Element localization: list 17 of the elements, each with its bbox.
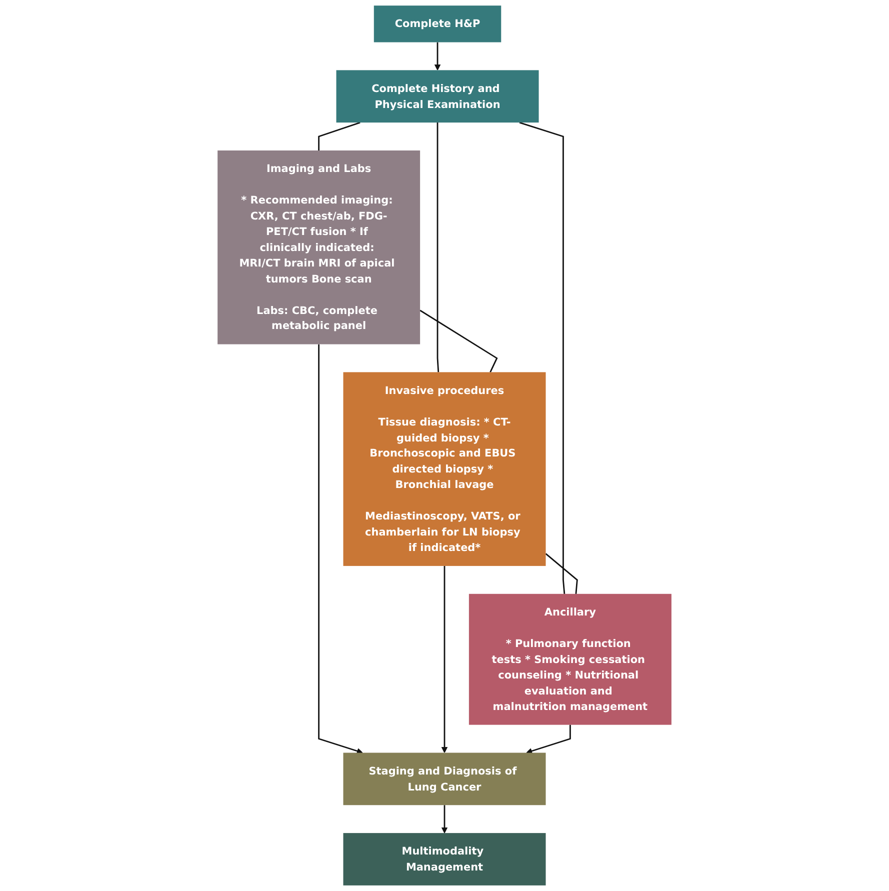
arrow [441,566,448,754]
arrow [318,344,363,754]
connector [420,310,498,372]
node-box: Multimodality Management [343,833,546,886]
connector [436,122,440,372]
node-box: Invasive procedures Tissue diagnosis: * CT-guided biopsy * Bronchoscopic and EBUS directed biopsy * Bronchial lavage Mediastinoscopy, VATS, or chamberlain for LN biopsy if indicated* [343,372,546,566]
node-box: Complete History and Physical Examination [336,70,539,123]
connector [318,122,360,150]
node-box: Staging and Diagnosis of Lung Cancer [343,752,546,806]
connector [519,122,566,594]
arrow [441,805,448,834]
connector [545,553,578,594]
node-box: Imaging and Labs * Recommended imaging: CXR, CT chest/ab, FDG-PET/CT fusion * If clinically indicated: MRI/CT brain MRI of apical tumors Bone scan Labs: CBC, complete metabolic panel [218,150,420,344]
arrow [526,724,571,754]
node-box: Ancillary * Pulmonary function tests * Smoking cessation counseling * Nutritional evaluation and malnutrition management [468,594,672,725]
node-box: Complete H&P [374,6,502,42]
arrow [434,42,441,70]
